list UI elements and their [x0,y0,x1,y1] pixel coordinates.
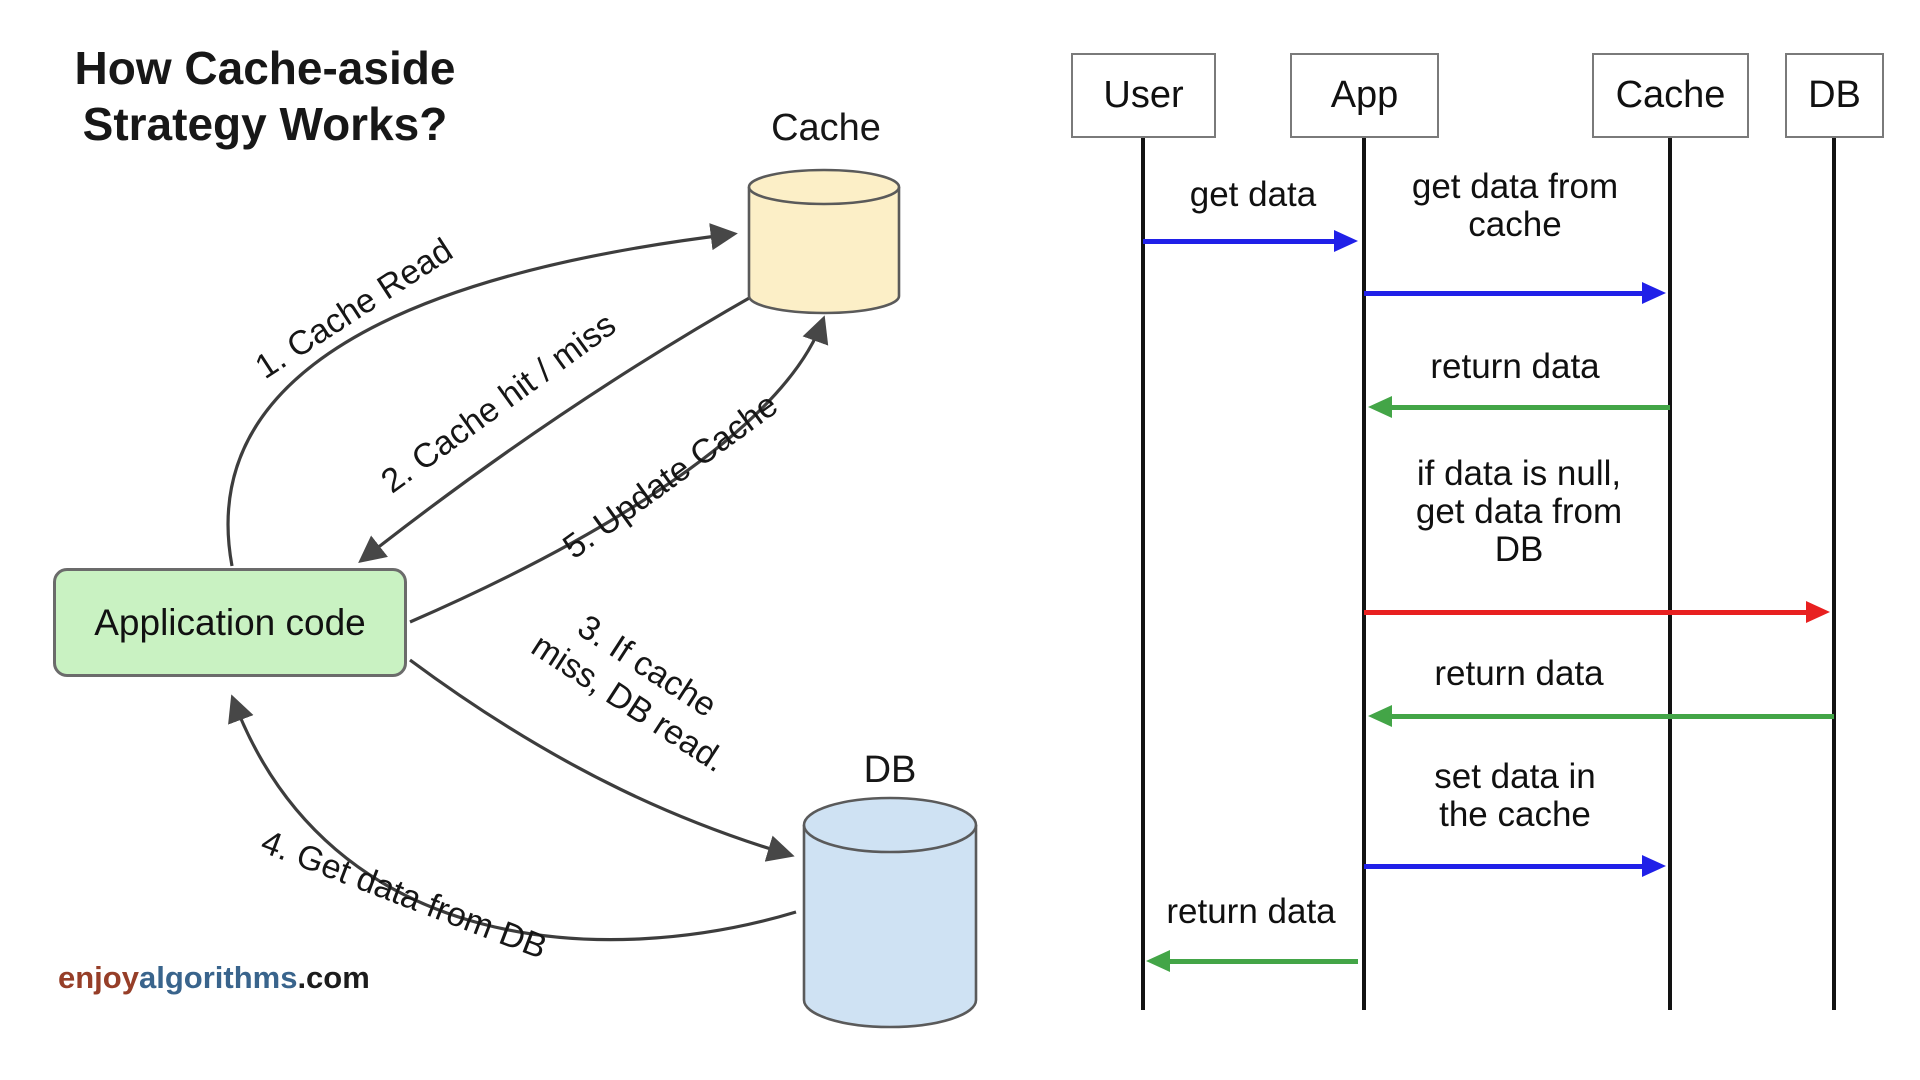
page-title: How Cache-aside Strategy Works? [74,42,456,151]
watermark-enjoy: enjoy [58,960,139,995]
seq-message-1-arrow [1143,230,1358,252]
arrow-shaft [1162,959,1358,964]
watermark: enjoyalgorithms.com [58,960,370,996]
edge-update-cache [409,315,829,624]
actor-label-user: User [1103,74,1184,116]
arrow-left-icon [1368,396,1392,418]
application-code-label: Application code [94,601,366,643]
seq-message-6-label: set data in the cache [1434,757,1596,834]
actor-box-cache: Cache [1592,53,1749,138]
arrow-shaft [1364,610,1814,615]
edge-cache-read [226,223,738,567]
seq-message-1-label: get data [1189,175,1317,214]
edge-cache-hit-miss [358,291,759,564]
seq-message-7-label: return data [1166,892,1336,931]
edge-get-data-from-db [228,694,797,942]
seq-message-3-arrow [1368,396,1670,418]
arrow-right-icon [1334,230,1358,252]
actor-label-db: DB [1808,74,1861,116]
arrow-right-icon [1806,601,1830,623]
arrow-left-icon [1368,705,1392,727]
seq-message-2-label: get data from cache [1411,167,1619,244]
edge-if-cache-miss [409,658,795,862]
lifeline-user [1141,138,1145,1010]
arrow-shaft [1384,405,1670,410]
seq-message-4-arrow [1364,601,1830,623]
arrow-right-icon [1642,855,1666,877]
actor-box-user: User [1071,53,1216,138]
watermark-algorithms: algorithms [138,960,298,995]
lifeline-cache [1668,138,1672,1010]
arrow-shaft [1364,291,1650,296]
seq-message-6-arrow [1364,855,1666,877]
edge-label-update-cache: 5. Update Cache [556,386,785,567]
cache-cylinder [747,168,901,315]
db-node-label: DB [864,749,917,791]
edge-label-if-cache-miss: 3. If cache miss, DB read. [525,592,755,780]
seq-message-3-label: return data [1430,347,1600,386]
arrow-left-icon [1146,950,1170,972]
seq-message-5-arrow [1368,705,1834,727]
arrow-shaft [1143,239,1342,244]
lifeline-db [1832,138,1836,1010]
lifeline-app [1362,138,1366,1010]
watermark-com: .com [297,960,370,995]
edge-label-get-data-from-db: 4. Get data from DB [256,823,552,967]
seq-message-7-arrow [1146,950,1358,972]
edge-label-cache-read: 1. Cache Read [249,231,460,386]
seq-message-4-label: if data is null, get data from DB [1415,454,1623,569]
seq-message-5-label: return data [1434,654,1604,693]
actor-box-db: DB [1785,53,1884,138]
application-code-box: Application code [53,568,407,677]
actor-label-app: App [1330,74,1399,116]
arrow-shaft [1364,864,1650,869]
actor-box-app: App [1290,53,1439,138]
arrow-right-icon [1642,282,1666,304]
edge-label-cache-hit-miss: 2. Cache hit / miss [374,306,623,501]
seq-message-2-arrow [1364,282,1666,304]
arrow-shaft [1384,714,1834,719]
actor-label-cache: Cache [1615,74,1726,116]
db-cylinder [802,796,978,1029]
cache-node-label: Cache [771,107,881,149]
